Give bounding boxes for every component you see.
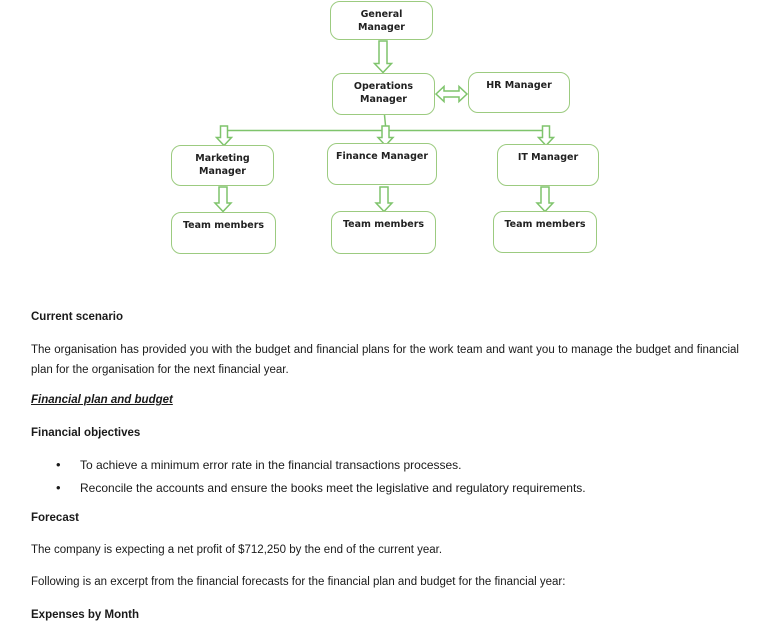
financial-plan-heading: Financial plan and budget [31, 390, 739, 410]
arrow-to-finance-icon [376, 125, 395, 147]
forecast-paragraph: The company is expecting a net profit of… [31, 544, 443, 556]
org-node-team-members-marketing: Team members [171, 212, 276, 254]
org-node-marketing-manager: Marketing Manager [171, 145, 274, 186]
forecast-heading: Forecast [31, 512, 79, 524]
excerpt-intro-paragraph: Following is an excerpt from the financi… [31, 576, 566, 588]
arrow-finance-to-team-icon [374, 186, 394, 213]
arrow-om-hr-double-icon [434, 84, 469, 104]
org-chart-connectors [213, 40, 556, 213]
arrow-it-to-team-icon [535, 186, 555, 213]
objectives-list-wrap: To achieve a minimum error rate in the f… [31, 455, 739, 501]
org-node-team-members-finance: Team members [331, 211, 436, 254]
org-node-finance-manager: Finance Manager [327, 143, 437, 185]
expenses-by-month-heading: Expenses by Month [31, 609, 139, 621]
current-scenario-heading: Current scenario [31, 311, 124, 323]
org-chart: General Manager Operations Manager HR Ma… [0, 0, 758, 270]
objective-item: To achieve a minimum error rate in the f… [56, 455, 739, 475]
arrow-to-marketing-icon [214, 125, 234, 147]
org-node-hr-manager: HR Manager [468, 72, 570, 113]
financial-objectives-heading: Financial objectives [31, 427, 141, 439]
org-node-team-members-it: Team members [493, 211, 597, 253]
org-node-it-manager: IT Manager [497, 144, 599, 186]
org-node-general-manager: General Manager [330, 1, 433, 40]
objective-item: Reconcile the accounts and ensure the bo… [56, 478, 739, 498]
arrow-marketing-to-team-icon [213, 186, 233, 213]
arrow-to-it-icon [536, 125, 556, 147]
financial-plan-heading-text: Financial plan and budget [31, 394, 173, 406]
objectives-list: To achieve a minimum error rate in the f… [31, 455, 739, 498]
current-scenario-paragraph: The organisation has provided you with t… [31, 344, 739, 376]
arrow-gm-to-om-icon [372, 40, 394, 74]
org-node-operations-manager: Operations Manager [332, 73, 435, 115]
